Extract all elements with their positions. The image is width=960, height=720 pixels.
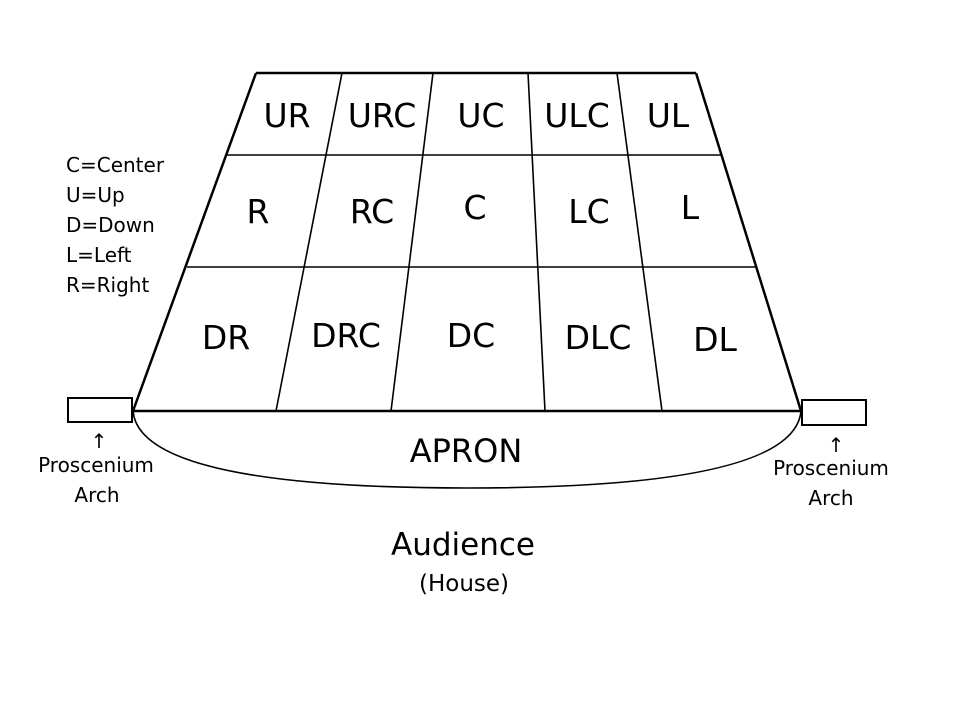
proscenium-right-arrow: ↑ [828,433,845,457]
legend-down: D=Down [66,213,155,237]
proscenium-left-arrow: ↑ [91,429,108,453]
apron-curve [132,410,802,489]
proscenium-left-label-line2: Arch [74,483,119,507]
cell-ul: UL [647,96,690,135]
proscenium-arch-right [801,399,867,426]
cell-ur: UR [263,96,310,135]
column-divider-4 [616,72,663,412]
legend-left: L=Left [66,243,132,267]
stage-left-edge [131,72,258,412]
stage-right-edge [694,72,803,412]
legend-center: C=Center [66,153,165,177]
cell-lc: LC [568,192,609,231]
proscenium-arch-left [67,397,133,423]
cell-dr: DR [202,318,250,357]
cell-ulc: ULC [544,96,610,135]
proscenium-left-label-line1: Proscenium [38,453,154,477]
cell-dc: DC [447,316,495,355]
proscenium-right-label-line1: Proscenium [773,456,889,480]
cell-urc: URC [348,96,416,135]
audience-subtitle: (House) [419,571,509,597]
cell-dlc: DLC [565,318,632,357]
cell-rc: RC [350,192,394,231]
proscenium-right-label-line2: Arch [808,486,853,510]
apron-label: APRON [410,432,523,470]
legend-up: U=Up [66,183,125,207]
cell-r: R [247,192,270,231]
legend-right: R=Right [66,273,149,297]
cell-l: L [681,188,700,227]
cell-uc: UC [457,96,504,135]
audience-title: Audience [391,527,535,563]
column-divider-3 [527,72,546,412]
cell-dl: DL [693,320,737,359]
column-divider-2 [390,72,434,412]
column-divider-1 [275,72,343,412]
cell-c: C [463,188,486,227]
cell-drc: DRC [311,316,381,355]
